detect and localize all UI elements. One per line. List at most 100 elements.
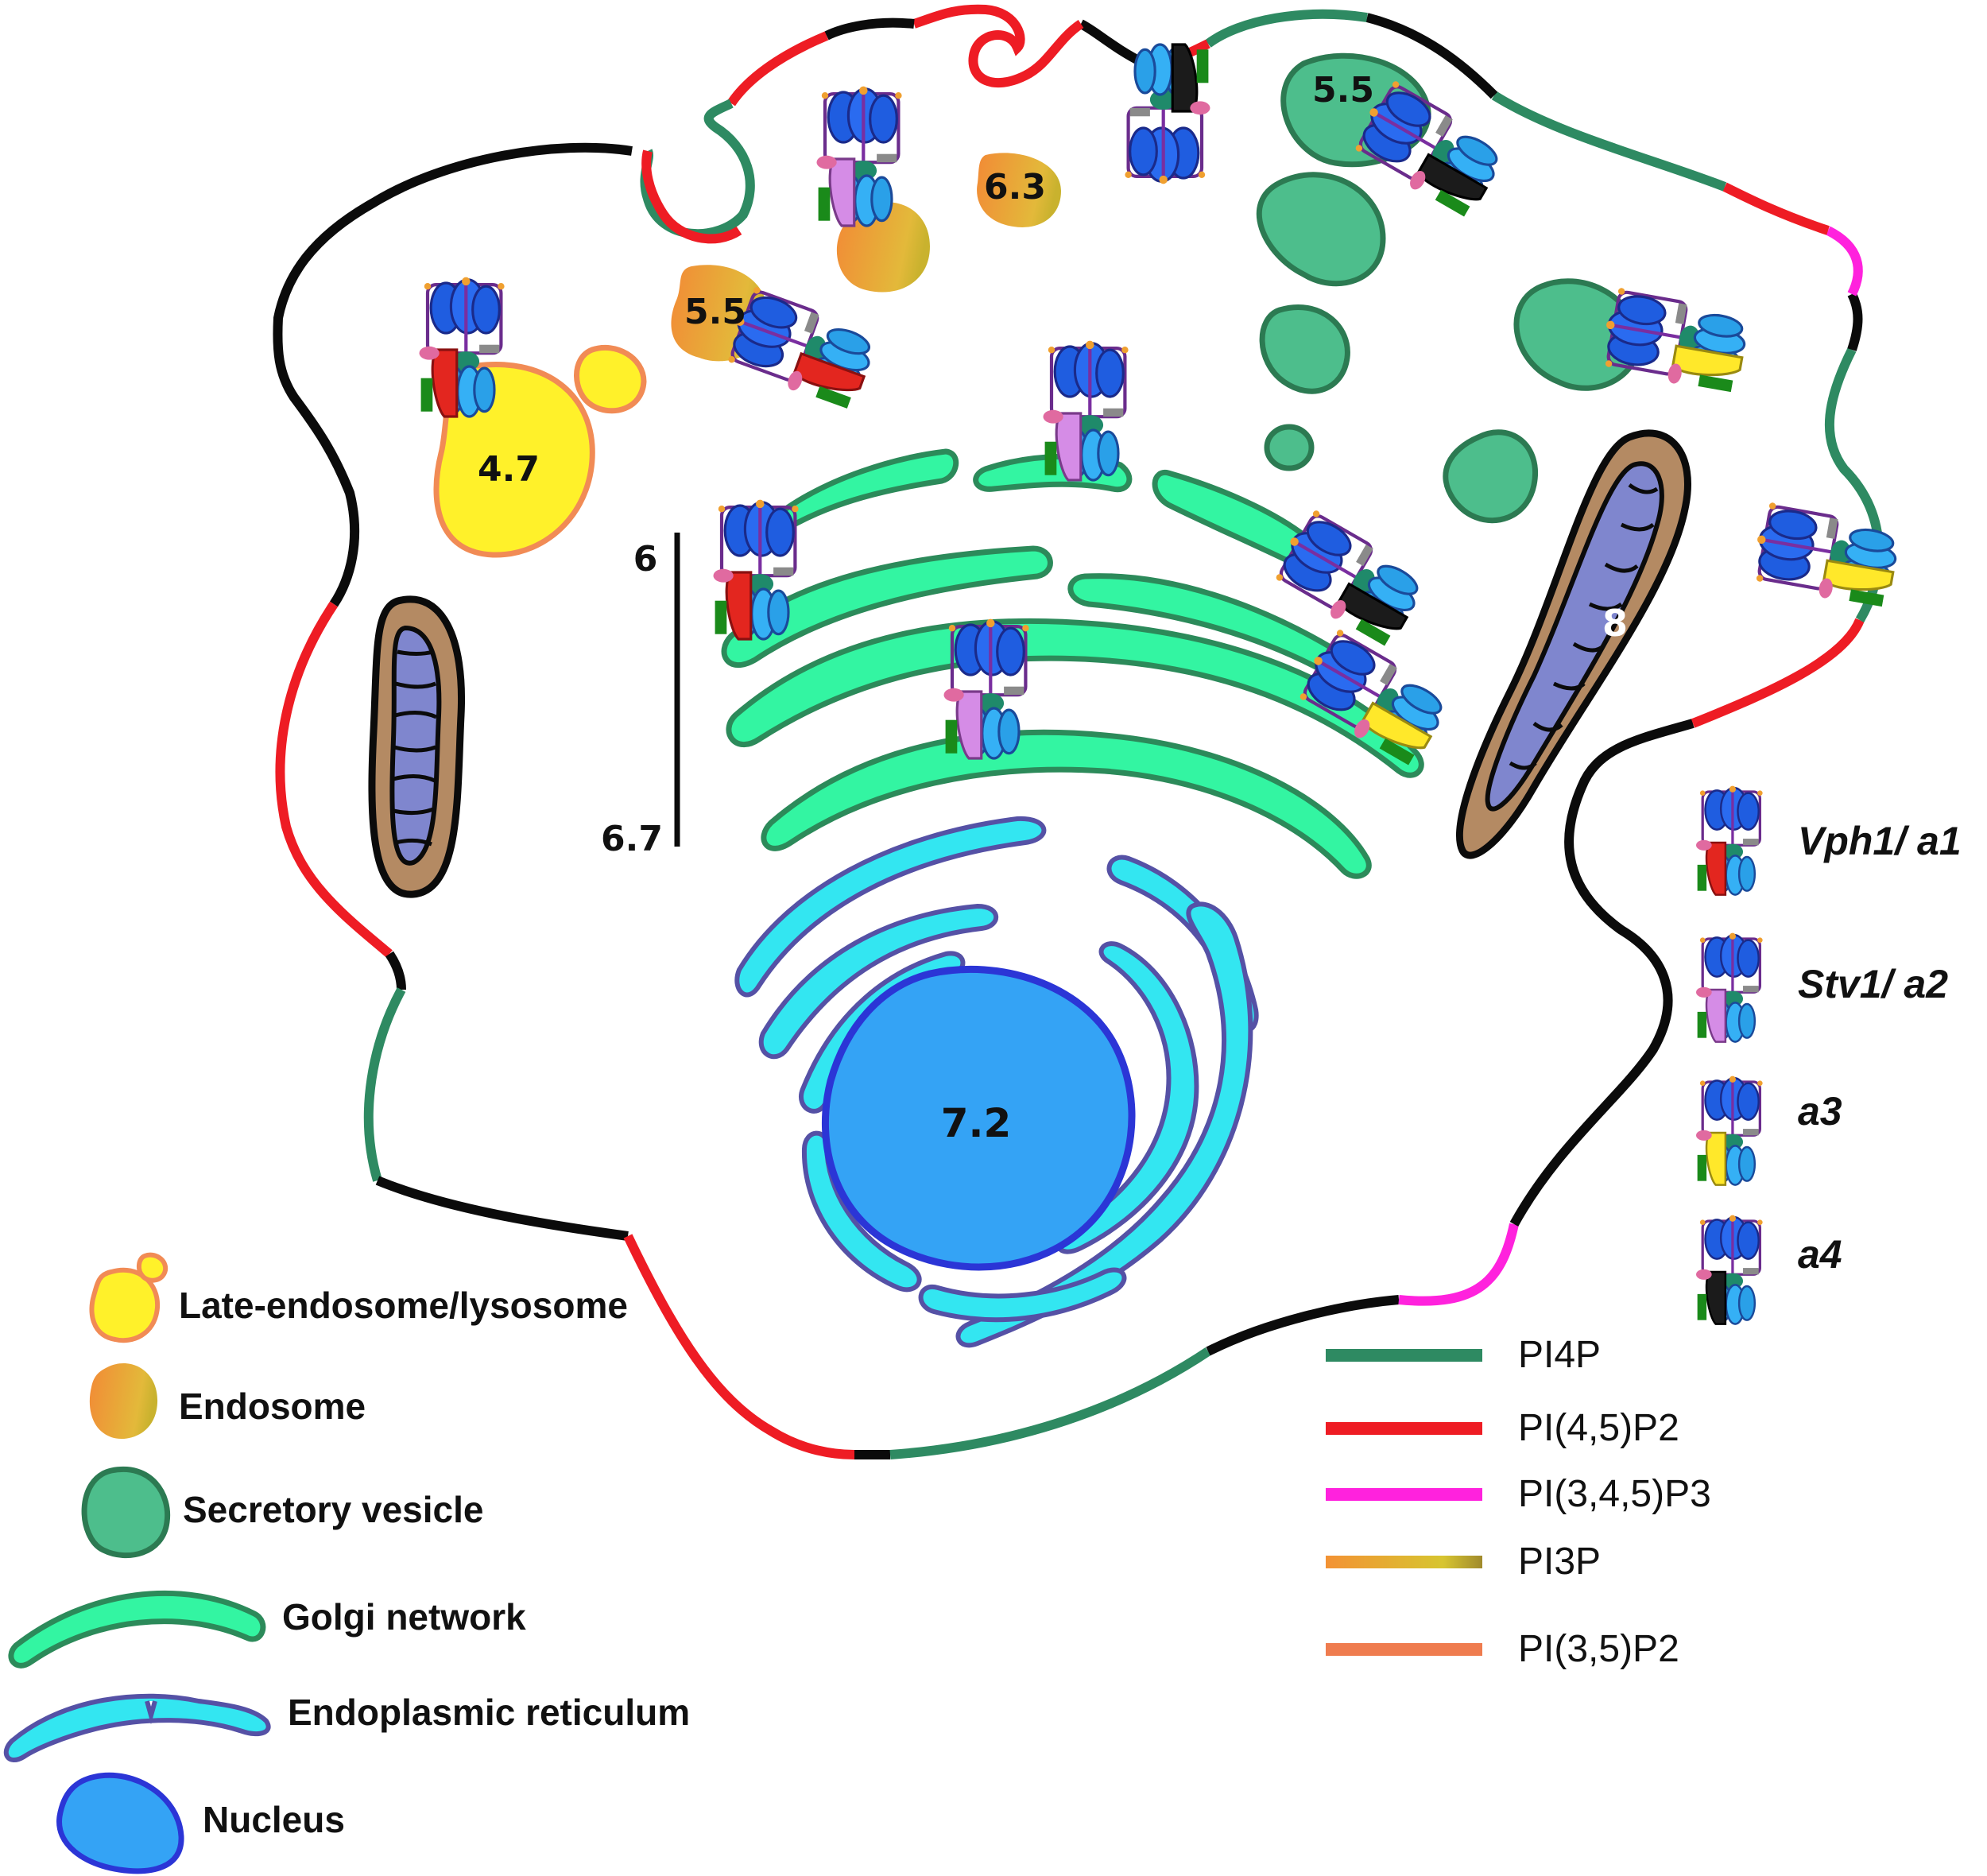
- vatpase-a4: [1268, 506, 1431, 649]
- legend-label-golgi: Golgi network: [282, 1596, 526, 1638]
- membrane-segment: [1365, 13, 1498, 99]
- er-icon: [3, 1693, 271, 1763]
- membrane-segment: [912, 4, 1084, 87]
- vatpase-a4: [1125, 45, 1210, 184]
- ph-endosome-top: 6.3: [984, 167, 1046, 207]
- legend-label-pi345p3: PI(3,4,5)P3: [1518, 1473, 1711, 1515]
- membrane-segment: [641, 149, 742, 244]
- legend-label-vph1: Vph1/ a1: [1798, 819, 1962, 863]
- membrane-segment: [623, 1234, 855, 1459]
- legend-label-pi4p: PI4P: [1518, 1334, 1601, 1376]
- membrane-segment: [1847, 292, 1863, 351]
- vatpase-a2: [943, 619, 1029, 758]
- er-sheet: [918, 1267, 1127, 1323]
- golgi-cisterna: [726, 618, 1424, 778]
- membrane-segment: [1079, 19, 1147, 68]
- ph-golgi-bottom: 6.7: [601, 819, 663, 859]
- legend-label-a3: a3: [1798, 1089, 1842, 1134]
- membrane-segment: [1691, 618, 1865, 728]
- er-sheet: [734, 816, 1047, 998]
- ph-endosome-left: 5.5: [684, 292, 746, 332]
- ph-mitochondrion: 8: [1602, 602, 1628, 645]
- membrane-segment: [889, 1347, 1211, 1459]
- legend-label-nucleus: Nucleus: [203, 1799, 345, 1840]
- membrane-segment: [1398, 1223, 1519, 1306]
- plasma-membrane: [273, 4, 1884, 1459]
- lysosome-bud: [574, 344, 647, 414]
- membrane-segment: [1206, 1295, 1400, 1356]
- ph-secretory-top: 5.5: [1312, 70, 1374, 110]
- secretory-vesicle: [1256, 172, 1386, 287]
- er-sheet: [758, 903, 999, 1060]
- legend-label-pi45p2: PI(4,5)P2: [1518, 1407, 1679, 1449]
- endoplasmic-reticulum: [734, 816, 1259, 1348]
- membrane-segment: [1722, 182, 1830, 235]
- vatpase-a1-icon: [1696, 785, 1764, 897]
- organelle-legend: Late-endosome/lysosome Endosome Secretor…: [3, 1252, 690, 1874]
- mito-cristae: [393, 649, 438, 847]
- vatpase-a3: [1749, 501, 1901, 607]
- endosome: [977, 153, 1061, 227]
- golgi-cisterna: [761, 729, 1372, 879]
- ph-golgi-top: 6: [633, 539, 658, 579]
- membrane-segment: [273, 142, 633, 607]
- mito-inner: [389, 625, 442, 866]
- mitochondrion-right: [1456, 429, 1691, 859]
- membrane-segment: [727, 31, 829, 107]
- membrane-segment: [1826, 226, 1863, 297]
- endosome-icon: [89, 1363, 158, 1440]
- ph-labels: 4.7 5.5 6.3 5.5 6 6.7 7.2 8: [478, 70, 1628, 1146]
- mitochondrion-left: [368, 595, 466, 898]
- vatpase-a4-icon: [1696, 1214, 1764, 1326]
- pi3p-swatch: [1326, 1556, 1482, 1568]
- vatpase-a2: [816, 87, 902, 226]
- vatpase-a2-icon: [1696, 932, 1764, 1044]
- membrane-segment: [375, 1176, 629, 1241]
- endosomes: [671, 153, 1061, 362]
- secretory-vesicle: [1259, 304, 1350, 394]
- vatpase-a1: [419, 277, 505, 417]
- membrane-segment: [1491, 91, 1727, 192]
- legend-label-lysosome: Late-endosome/lysosome: [179, 1285, 628, 1326]
- legend-label-secretory: Secretory vesicle: [183, 1489, 484, 1530]
- endosome: [836, 202, 930, 293]
- membrane-segment: [385, 951, 406, 990]
- vatpase-a3: [1598, 286, 1750, 393]
- lipid-legend: PI4P PI(4,5)P2 PI(3,4,5)P3 PI3P PI(3,5)P…: [1326, 1334, 1711, 1670]
- secretory-vesicle: [1443, 429, 1538, 524]
- nucleus: [821, 965, 1136, 1271]
- membrane-segment: [640, 99, 755, 239]
- legend-label-er: Endoplasmic reticulum: [288, 1692, 690, 1733]
- vatpase-a1: [720, 284, 880, 412]
- golgi-icon: [8, 1590, 266, 1669]
- membrane-segment: [1205, 9, 1368, 48]
- vatpase-a2: [1043, 341, 1129, 480]
- secretory-vesicle: [1264, 424, 1315, 471]
- golgi-network: [721, 448, 1424, 879]
- lysosome-icon: [89, 1252, 168, 1343]
- vatpase-legend: Vph1/ a1 Stv1/ a2 a3 a4: [1696, 785, 1962, 1326]
- membrane-segment: [363, 987, 406, 1182]
- legend-label-a4: a4: [1798, 1232, 1842, 1277]
- membrane-segment: [824, 17, 915, 41]
- er-sheet: [801, 1130, 922, 1293]
- membrane-segment: [275, 601, 393, 958]
- vatpase-a3-icon: [1696, 1075, 1764, 1187]
- mito-inner: [1485, 461, 1664, 812]
- membrane-segment: [1509, 719, 1695, 1227]
- legend-label-stv1: Stv1/ a2: [1798, 962, 1948, 1006]
- vatpase-a3: [1292, 626, 1454, 769]
- legend-label-pi3p: PI3P: [1518, 1541, 1601, 1583]
- vatpase-a4: [1347, 77, 1510, 220]
- ph-nucleus: 7.2: [941, 1100, 1012, 1146]
- ph-lysosome: 4.7: [478, 449, 540, 490]
- mito-cristae: [1509, 483, 1659, 770]
- legend-label-pi35p2: PI(3,5)P2: [1518, 1628, 1679, 1670]
- secretory-vesicle-icon: [81, 1467, 171, 1559]
- er-sheet: [955, 901, 1253, 1348]
- vatpase-a1: [713, 500, 799, 639]
- golgi-cisterna: [721, 545, 1053, 668]
- legend-label-endosome: Endosome: [179, 1386, 366, 1427]
- nucleus-icon: [56, 1772, 184, 1874]
